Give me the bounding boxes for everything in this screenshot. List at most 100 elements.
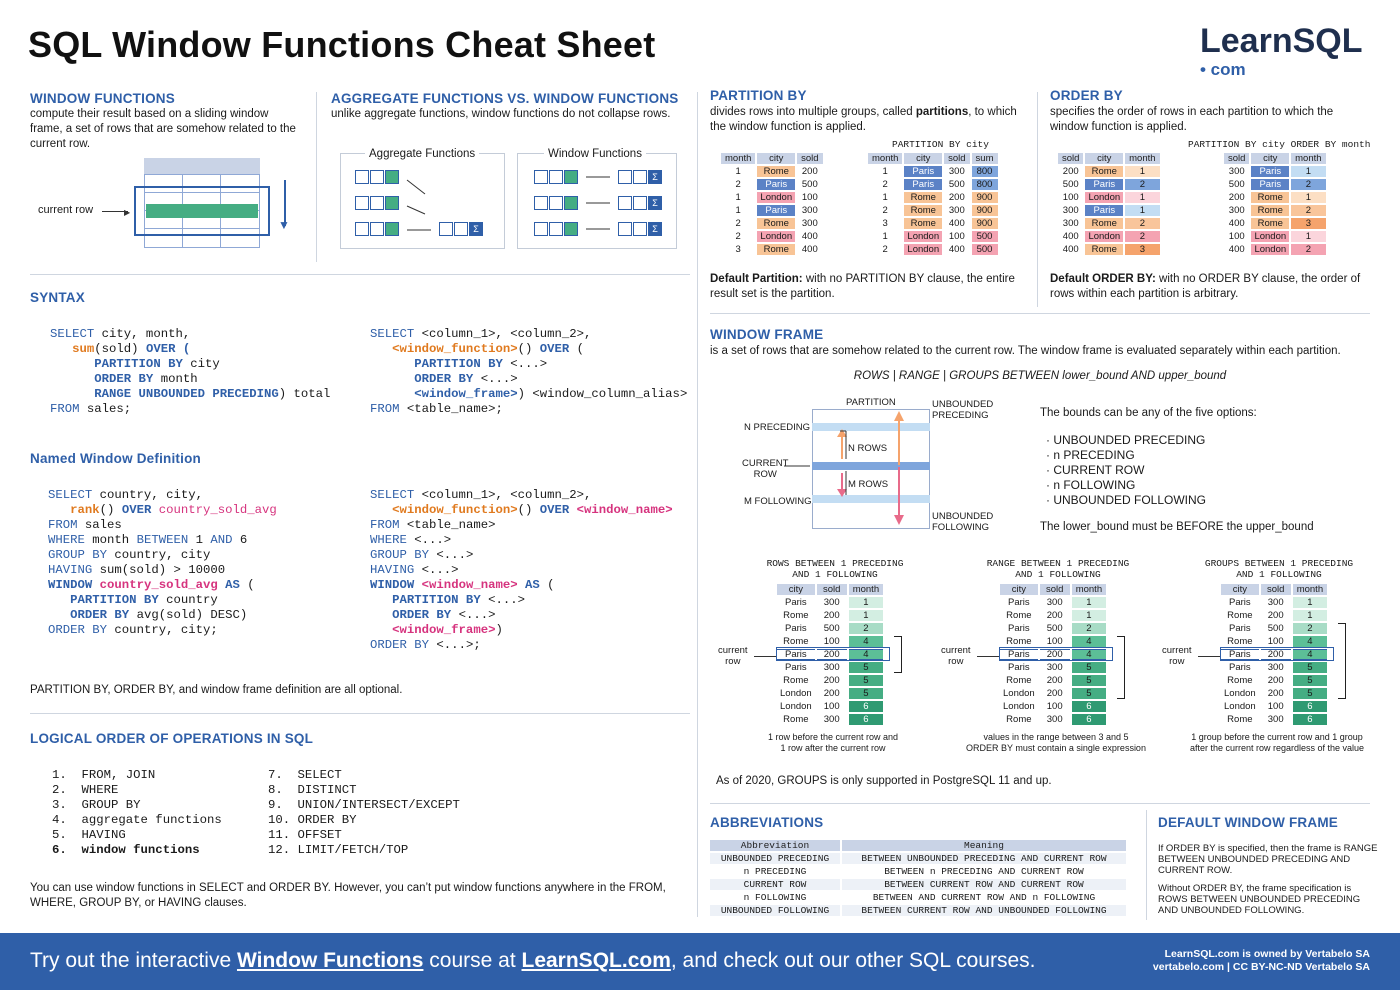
n-preceding-label: N PRECEDING [744, 422, 810, 433]
table-cell: 1 [1125, 192, 1160, 203]
bounds-list: · UNBOUNDED PRECEDING· n PRECEDING· CURR… [1046, 433, 1206, 508]
current-row-label: CURRENT ROW [742, 458, 789, 480]
order-caption: PARTITION BY city ORDER BY month [1188, 139, 1371, 150]
table-cell: Rome [783, 636, 809, 647]
table-cell: Paris [904, 179, 943, 190]
table-cell: Rome [904, 205, 943, 216]
bounds-intro: The bounds can be any of the five option… [1040, 407, 1257, 419]
column-header: sold [944, 153, 970, 164]
partition-label: PARTITION [846, 397, 896, 408]
table-cell: 900 [971, 218, 998, 229]
owner-credit: LearnSQL.com is owned by Vertabelo SA [1164, 948, 1370, 960]
table-cell: Rome [904, 218, 943, 229]
partition-caption: PARTITION BY city [892, 139, 989, 150]
table-cell: 200 [1261, 649, 1291, 660]
learnsql-link[interactable]: LearnSQL.com [521, 949, 671, 972]
bound-item: · CURRENT ROW [1046, 463, 1145, 477]
table-cell: Paris [1000, 649, 1038, 660]
example-title: ROWS BETWEEN 1 PRECEDING AND 1 FOLLOWING [766, 558, 904, 580]
table-cell: 300 [1267, 714, 1284, 725]
table-cell: 2 [1071, 623, 1107, 634]
pointer-line [1198, 656, 1220, 657]
list-item: 9. UNION/INTERSECT/EXCEPT [268, 798, 460, 812]
table-cell: 1 [1292, 597, 1328, 608]
window-functions-text: compute their result based on a sliding … [30, 108, 296, 150]
table-cell: Rome [1006, 714, 1032, 725]
table-cell: Paris [1008, 597, 1030, 608]
table-cell: 2 [735, 231, 741, 242]
named-code-example: SELECT country, city, rank() OVER countr… [48, 488, 277, 637]
divider [697, 92, 698, 917]
table-cell: 200 [817, 649, 847, 660]
optional-note: PARTITION BY, ORDER BY, and window frame… [30, 684, 403, 696]
table-cell: 400 [948, 244, 965, 255]
table-cell: 100 [823, 701, 840, 712]
table-cell: 300 [1228, 166, 1245, 177]
frame-formula: ROWS | RANGE | GROUPS BETWEEN lower_boun… [853, 370, 1227, 382]
example-title: RANGE BETWEEN 1 PRECEDING AND 1 FOLLOWIN… [986, 558, 1130, 580]
partition-by-heading: PARTITION BY [710, 88, 807, 103]
table-cell: 1 [882, 231, 888, 242]
window-label: Window Functions [544, 147, 646, 162]
column-header: month [1292, 584, 1328, 595]
logical-note: You can use window functions in SELECT a… [30, 882, 666, 909]
table-cell: 500 [801, 179, 818, 190]
table-cell: London [757, 231, 796, 242]
bound-item: · n PRECEDING [1046, 448, 1135, 462]
list-item: 4. aggregate functions [52, 813, 222, 827]
table-cell: 1 [1292, 610, 1328, 621]
table-cell: 300 [1046, 662, 1063, 673]
sigma-icon: Σ [648, 222, 662, 236]
table-cell: Rome [1227, 675, 1253, 686]
table-cell: 200 [823, 675, 840, 686]
list-item: 2. WHERE [52, 783, 119, 797]
frame-bracket [894, 636, 902, 673]
logo-sub: • com [1200, 60, 1246, 79]
table-cell: 200 [1062, 166, 1079, 177]
table-cell: Rome [1227, 610, 1253, 621]
table-cell: 400 [1228, 244, 1245, 255]
frame-example: RANGE BETWEEN 1 PRECEDING AND 1 FOLLOWIN… [933, 555, 1153, 760]
table-cell: Paris [904, 166, 943, 177]
window-functions-course-link[interactable]: Window Functions [236, 949, 424, 972]
current-row-highlight [776, 647, 890, 661]
divider [30, 274, 690, 275]
current-row-label: current row [718, 645, 748, 667]
logo[interactable]: LearnSQL [1200, 22, 1362, 61]
example-caption: values in the range between 3 and 5 ORDE… [966, 732, 1146, 753]
named-code-template: SELECT <column_1>, <column_2>, <window_f… [370, 488, 673, 652]
table-cell: Paris [1229, 662, 1251, 673]
page-title: SQL Window Functions Cheat Sheet [28, 24, 656, 65]
table-cell: London [1224, 701, 1256, 712]
column-header: city [904, 153, 943, 164]
table-cell: UNBOUNDED FOLLOWING [710, 905, 840, 916]
list-item: 5. HAVING [52, 828, 126, 842]
table-cell: 300 [948, 166, 965, 177]
table-cell: 200 [1040, 649, 1070, 660]
table-cell: BETWEEN n PRECEDING AND CURRENT ROW [842, 866, 1126, 877]
divider [1146, 810, 1147, 920]
table-cell: 800 [971, 179, 998, 190]
table-cell: 100 [1228, 231, 1245, 242]
